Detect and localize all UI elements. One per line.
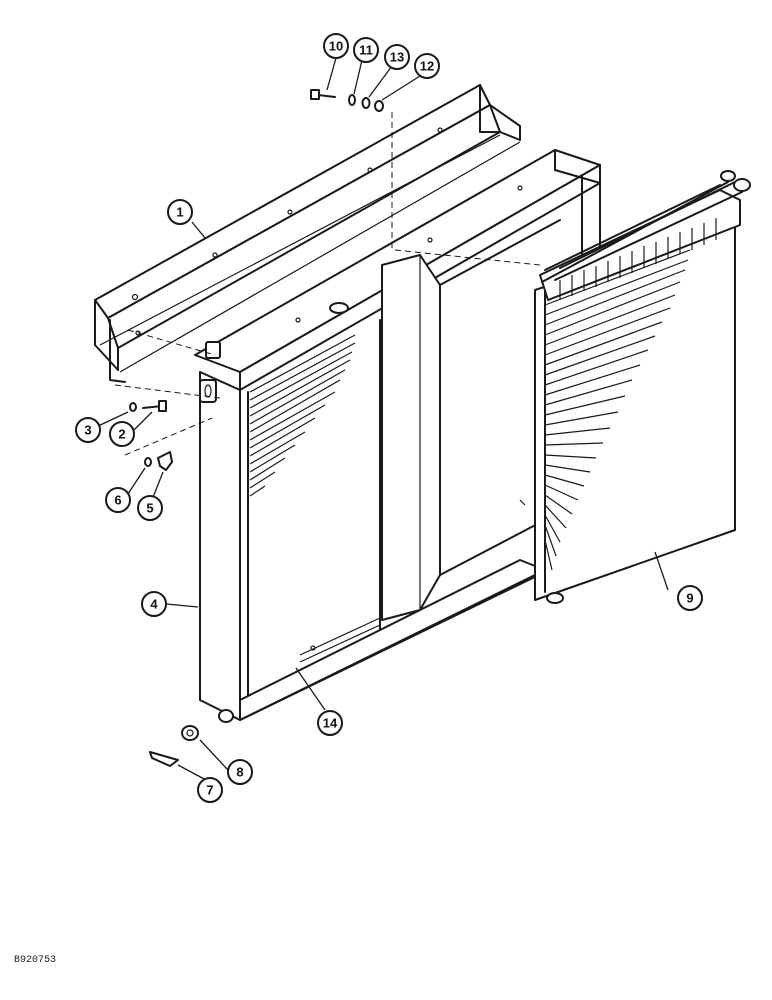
radiator-core (534, 170, 751, 604)
callout-10-label: 10 (329, 39, 343, 54)
callout-9-label: 9 (686, 591, 693, 606)
callout-5: 5 (137, 495, 163, 521)
callout-14-label: 14 (323, 716, 338, 731)
leader-lines (95, 57, 669, 781)
callout-12-label: 12 (420, 59, 434, 74)
callout-2-label: 2 (118, 427, 125, 442)
callout-4-label: 4 (150, 597, 158, 612)
callout-9: 9 (677, 585, 703, 611)
callout-8: 8 (227, 759, 253, 785)
callout-7-label: 7 (206, 783, 213, 798)
callout-5-label: 5 (146, 501, 153, 516)
top-bracket (94, 84, 521, 383)
callout-11: 11 (353, 37, 379, 63)
callout-1: 1 (167, 199, 193, 225)
radiator-frame (194, 149, 601, 723)
callout-7: 7 (197, 777, 223, 803)
callout-8-label: 8 (236, 765, 243, 780)
callout-6: 6 (105, 487, 131, 513)
fasteners (129, 89, 384, 767)
callout-10: 10 (323, 33, 349, 59)
callout-12: 12 (414, 53, 440, 79)
callout-3: 3 (75, 417, 101, 443)
callout-13-label: 13 (390, 50, 404, 65)
callout-2: 2 (109, 421, 135, 447)
callout-3-label: 3 (84, 423, 91, 438)
callout-14: 14 (317, 710, 343, 736)
callout-13: 13 (384, 44, 410, 70)
callout-11-label: 11 (359, 43, 373, 58)
figure-reference-code: B920753 (14, 955, 56, 966)
alignment-lines (114, 112, 541, 456)
callout-4: 4 (141, 591, 167, 617)
callout-1-label: 1 (176, 205, 183, 220)
callout-6-label: 6 (114, 493, 121, 508)
